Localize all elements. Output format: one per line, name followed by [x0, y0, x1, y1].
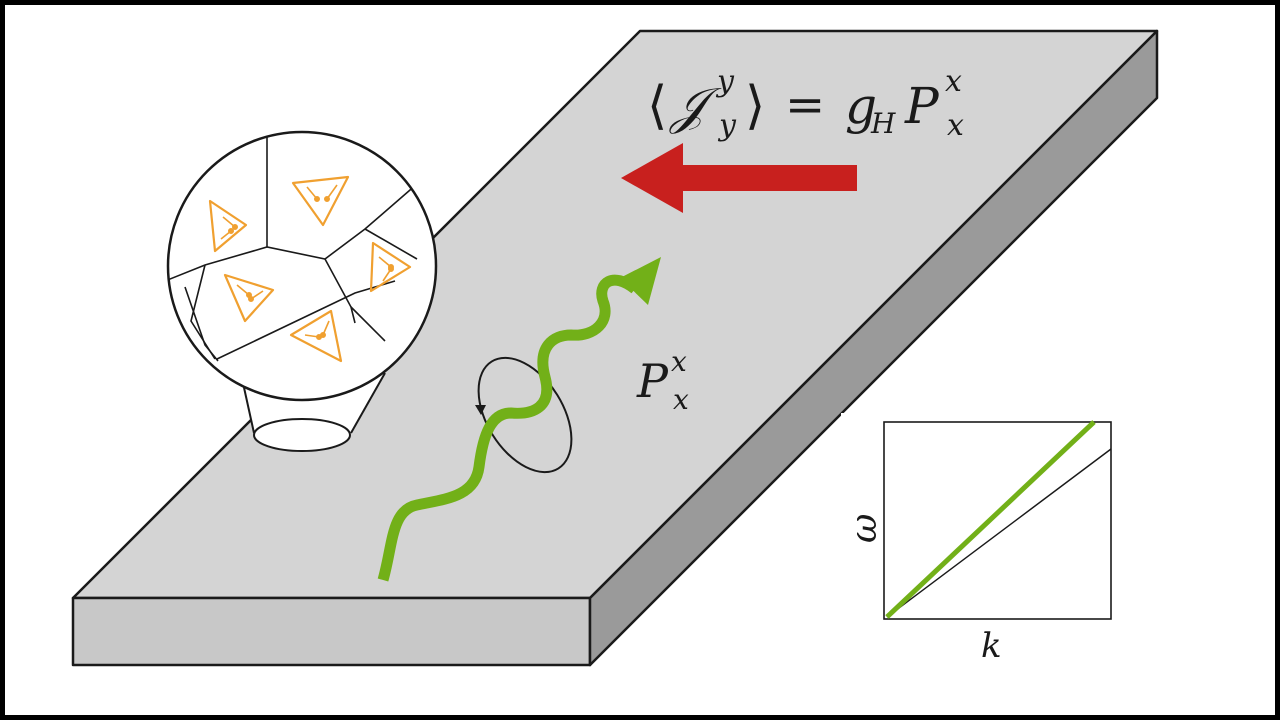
- dispersion-inset: ω k: [841, 413, 1127, 667]
- equation-P-sup: x: [945, 64, 962, 99]
- diagram-canvas: ⟨ 𝒥 y y ⟩ = g H P x x P x x ω k: [71, 29, 1159, 667]
- equation-close-bracket: ⟩: [745, 76, 765, 136]
- inset-phonon-dispersion: [885, 420, 1096, 619]
- polarization-sub: x: [673, 383, 689, 416]
- magnifier: [166, 130, 438, 452]
- equation-open-bracket: ⟨: [647, 76, 667, 136]
- current-arrow: [621, 143, 857, 213]
- polarization-sup: x: [671, 345, 687, 378]
- slab-front-face: [71, 596, 592, 667]
- slab-side-face: [588, 29, 1159, 667]
- dipole-arrows: [220, 184, 394, 340]
- equation-g: g: [845, 77, 877, 135]
- equation-J-sup: y: [715, 64, 735, 99]
- hall-current-equation: ⟨ 𝒥 y y ⟩ = g H P x x: [647, 64, 964, 143]
- zoom-circle: [166, 130, 438, 402]
- inset-reference-line: [886, 448, 1112, 618]
- phonon-wave: [377, 257, 661, 582]
- loop-arrowhead: [475, 405, 486, 415]
- polarization-P: P: [636, 354, 669, 408]
- equation-equals: =: [785, 77, 825, 133]
- grain-boundaries: [168, 137, 426, 362]
- inset-xlabel: k: [981, 626, 1002, 666]
- equation-J-sub: y: [717, 108, 737, 143]
- inset-ylabel: ω: [844, 514, 885, 543]
- magnifier-spot: [253, 418, 351, 452]
- polarization-label: P x x: [636, 345, 689, 416]
- phonon-wave-arrowhead: [620, 257, 661, 305]
- equation-g-sub: H: [870, 107, 896, 140]
- equation-P-sub: x: [947, 108, 964, 143]
- equation-P: P: [904, 77, 940, 135]
- phonon-wave-path: [377, 274, 639, 582]
- dipole-triangles: [208, 175, 412, 363]
- polarization-loop: [475, 356, 573, 474]
- material-slab: [71, 29, 1159, 667]
